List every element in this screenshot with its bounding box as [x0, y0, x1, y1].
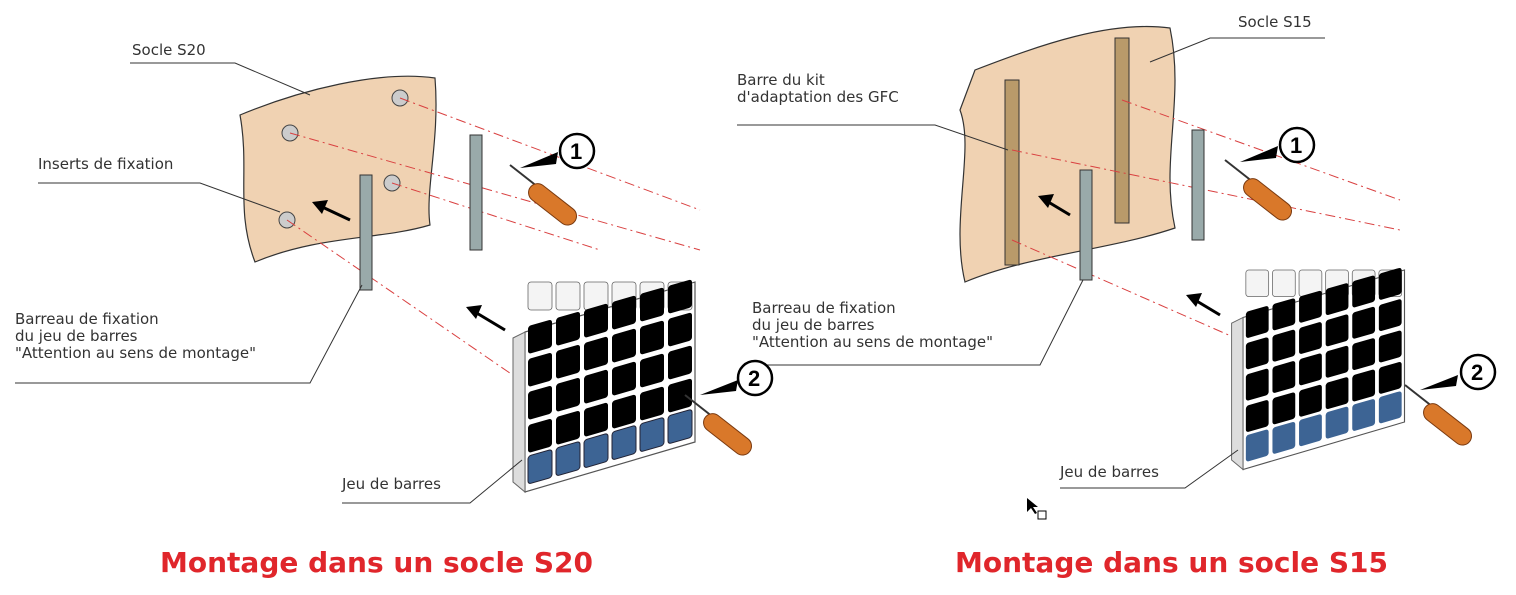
step-1-left: 1: [570, 139, 582, 164]
screwdriver-2-right: [1404, 384, 1477, 450]
label-barreau-right: Barreau de fixation du jeu de barres "At…: [752, 300, 993, 351]
kit-line: d'adaptation des GFC: [737, 88, 899, 106]
barreau-line: "Attention au sens de montage": [15, 344, 257, 362]
barreau-left-2: [469, 134, 483, 251]
title-left: Montage dans un socle S20: [160, 546, 593, 579]
step-1-right: 1: [1290, 133, 1302, 158]
barreau-line: du jeu de barres: [752, 316, 875, 334]
barreau-left-1: [359, 174, 373, 291]
label-kit: Barre du kit d'adaptation des GFC: [737, 72, 899, 106]
screwdriver-1-right: [1224, 159, 1297, 225]
barreau-line: "Attention au sens de montage": [752, 333, 994, 351]
label-socle-s15: Socle S15: [1238, 13, 1312, 31]
assembly-guides: [286, 97, 701, 381]
leader-lines: [15, 37, 1325, 504]
jeu-de-barres-left: [512, 278, 696, 493]
barreau-right-1: [1079, 169, 1093, 281]
label-barreau-left: Barreau de fixation du jeu de barres "At…: [15, 311, 256, 362]
insert-icons: [278, 89, 409, 229]
step-2-left: 2: [748, 366, 760, 391]
socle-s20: [239, 75, 437, 263]
jeu-de-barres-right: [1231, 266, 1406, 471]
barreau-line: Barreau de fixation: [15, 310, 159, 328]
mouse-cursor-icon: [1027, 498, 1047, 520]
kit-line: Barre du kit: [737, 71, 825, 89]
barreau-right-2: [1191, 129, 1205, 241]
socle-s15: [959, 25, 1176, 283]
barreau-line: Barreau de fixation: [752, 299, 896, 317]
step-2-right: 2: [1471, 360, 1483, 385]
label-jeu-left: Jeu de barres: [342, 475, 441, 493]
step-markers: [558, 126, 1497, 397]
screwdriver-1-left: [509, 164, 582, 230]
title-right: Montage dans un socle S15: [955, 546, 1388, 579]
label-jeu-right: Jeu de barres: [1060, 463, 1159, 481]
label-socle-s20: Socle S20: [132, 41, 206, 59]
kit-bar-2: [1114, 37, 1130, 224]
label-inserts: Inserts de fixation: [38, 155, 174, 173]
barreau-line: du jeu de barres: [15, 327, 138, 345]
kit-bar-1: [1004, 79, 1020, 266]
